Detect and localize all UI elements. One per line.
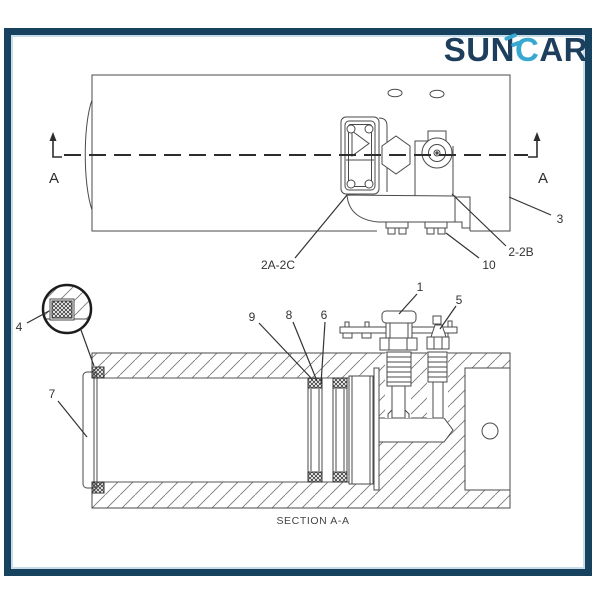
logo-text-ar: AR <box>539 31 588 68</box>
valve-5-stem <box>427 351 448 419</box>
callout-label-6: 6 <box>321 308 328 322</box>
callout-label-10: 10 <box>482 258 496 272</box>
piston-body <box>348 375 374 485</box>
section-arrow-right <box>528 132 541 158</box>
valve-1-stem <box>386 351 412 419</box>
seal-ring <box>91 366 105 379</box>
valve-1-head <box>379 310 418 351</box>
callout-label-4: 4 <box>16 320 23 334</box>
section-view-leaders <box>26 293 457 438</box>
seal-ring <box>91 481 105 494</box>
piston-ring-2 <box>332 377 348 483</box>
callout-label-3: 3 <box>557 212 564 226</box>
section-title: SECTION A-A <box>276 515 349 527</box>
section-label-a-right: A <box>538 170 548 187</box>
detail-circle <box>41 283 95 367</box>
piston-plate <box>373 367 380 491</box>
section-label-a-left: A <box>49 170 59 187</box>
manifold-block <box>346 194 456 223</box>
section-arrow-left <box>49 132 62 158</box>
clevis-hole <box>481 422 499 440</box>
round-port <box>414 130 454 196</box>
callout-label-1: 1 <box>417 280 424 294</box>
rod-gland <box>82 366 105 494</box>
port-hole <box>387 88 403 98</box>
piston-ring-1 <box>307 377 323 483</box>
callout-label-9: 9 <box>249 310 256 324</box>
flow-triangle-icon <box>351 130 370 157</box>
callout-label-5: 5 <box>456 293 463 307</box>
clevis-slot <box>464 367 511 491</box>
callout-label-7: 7 <box>49 387 56 401</box>
callout-label-8: 8 <box>286 308 293 322</box>
top-side-view <box>49 74 541 235</box>
callout-label-2-2b: 2-2B <box>508 245 533 259</box>
cylinder-end-cap <box>84 99 93 211</box>
manifold-feet <box>385 221 448 235</box>
callout-label-2a-2c: 2A-2C <box>261 258 295 272</box>
port-hole <box>429 89 445 99</box>
logo-text-sun: SUN <box>443 31 515 68</box>
manifold-step <box>455 196 471 231</box>
valve-pad <box>340 116 388 195</box>
valve-5-head <box>426 315 450 350</box>
section-view <box>82 310 511 509</box>
top-view-leaders <box>294 193 552 259</box>
logo-text-c: C <box>514 31 540 68</box>
oil-gallery <box>377 417 454 443</box>
suncar-logo: SUNCAR <box>444 33 588 69</box>
